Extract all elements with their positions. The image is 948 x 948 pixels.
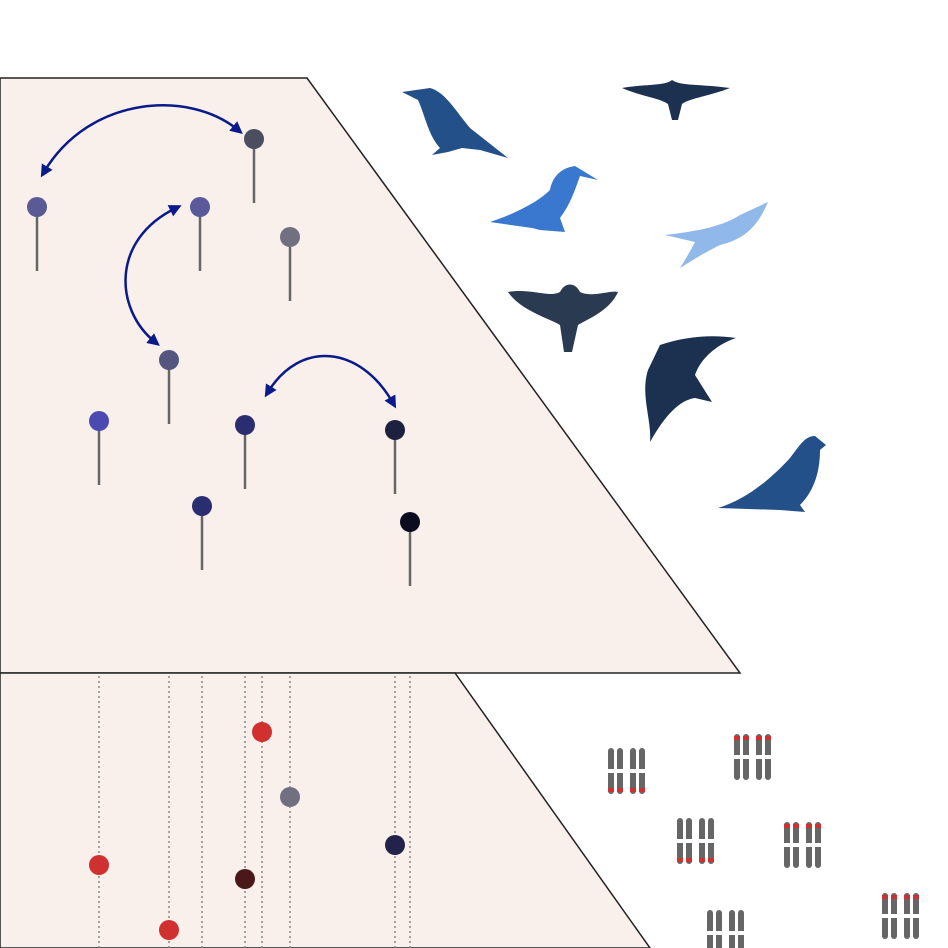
- pin-head: [89, 411, 109, 431]
- birds: [402, 80, 826, 512]
- chromosome-pair-icon: [676, 818, 715, 864]
- pin-head: [190, 197, 210, 217]
- swap-arrow-2: [124, 205, 182, 346]
- chromosome-pair-icon: [607, 748, 646, 794]
- dot: [159, 920, 179, 940]
- pigeon-icon: [718, 436, 826, 512]
- eagle-flying-icon: [622, 80, 730, 120]
- swift-icon: [645, 336, 736, 442]
- dot: [235, 869, 255, 889]
- pin: [89, 411, 109, 485]
- pin: [192, 496, 212, 570]
- pin: [235, 415, 255, 489]
- hoopoe-icon: [490, 166, 598, 232]
- dot: [252, 722, 272, 742]
- pin-head: [192, 496, 212, 516]
- pin-head: [244, 129, 264, 149]
- pin: [385, 420, 405, 494]
- chromosome-pair-icon: [881, 893, 920, 939]
- pin-head: [27, 197, 47, 217]
- chromosome-pair-icon: [733, 734, 772, 780]
- pin: [400, 512, 420, 586]
- pins: [27, 129, 420, 586]
- pin-head: [400, 512, 420, 532]
- arrows: [40, 104, 397, 409]
- swap-arrow-1: [40, 104, 243, 178]
- dot: [385, 835, 405, 855]
- pin-head: [159, 350, 179, 370]
- pin: [27, 197, 47, 271]
- chromosome-pair-icon: [706, 910, 745, 948]
- chromosomes: [607, 734, 920, 948]
- dot: [89, 855, 109, 875]
- dot: [280, 787, 300, 807]
- pin: [280, 227, 300, 301]
- chromosome-pair-icon: [783, 822, 822, 868]
- pin: [159, 350, 179, 424]
- lower-panel: [0, 672, 651, 948]
- pin-head: [385, 420, 405, 440]
- dotted-lines: [98, 676, 411, 948]
- hawk-spread-icon: [508, 284, 618, 352]
- crane-flying-icon: [665, 202, 768, 268]
- pin: [244, 129, 264, 203]
- swap-arrow-3: [264, 354, 397, 409]
- dots: [89, 722, 405, 940]
- pin-head: [280, 227, 300, 247]
- crow-icon: [402, 88, 508, 158]
- pin-head: [235, 415, 255, 435]
- pin: [190, 197, 210, 271]
